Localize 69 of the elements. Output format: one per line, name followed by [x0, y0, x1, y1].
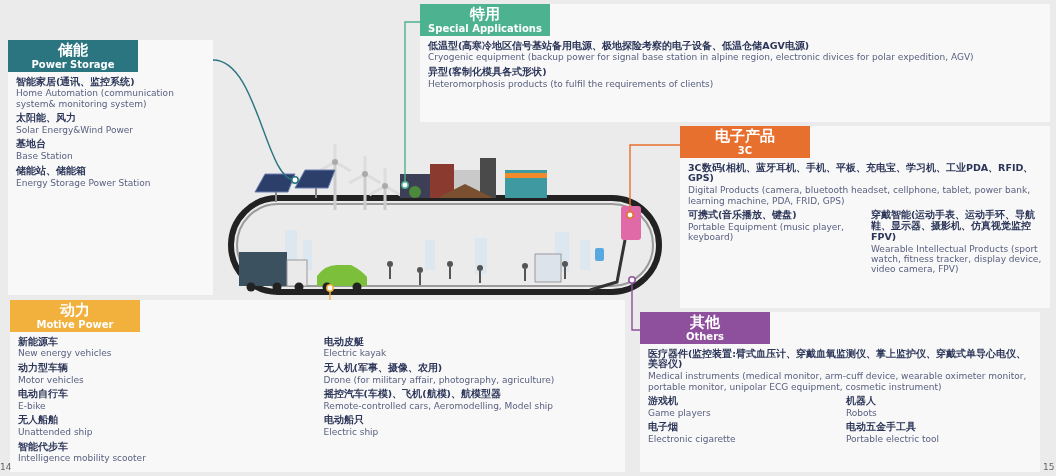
category-subtitle: Special Applications — [427, 22, 543, 34]
item-description: Heteromorphosis products (to fulfil the requirements of clients) — [428, 78, 715, 90]
item-description: Home Automation (communication system& monitoring system) — [16, 88, 175, 110]
category-title: 特用 — [468, 6, 501, 23]
item-title: 机器人 — [846, 396, 877, 407]
item-description: Wearable Intellectual Products (sport watch, fitness tracker, display device, video camera, FPV) — [871, 243, 1042, 275]
category-panel — [640, 312, 1040, 472]
item-title: 游戏机 — [648, 396, 679, 407]
item-description: Game players — [648, 407, 712, 419]
item-description: Solar Energy&Wind Power — [16, 125, 134, 136]
item-description: Unattended ship — [18, 427, 94, 438]
category-panel — [10, 300, 625, 472]
item-title: 电动自行车 — [18, 389, 69, 400]
category-title: 动力 — [58, 302, 91, 319]
page-number: 15 — [1043, 462, 1055, 472]
item-description: Electric ship — [323, 427, 380, 438]
leader-line — [628, 276, 641, 331]
item-title: 电动皮艇 — [323, 336, 365, 348]
item-title: 储能站、储能箱 — [16, 165, 87, 177]
item-title: 太阳能、风力 — [16, 113, 77, 125]
item-title: 基地台 — [16, 139, 47, 151]
leader-line — [401, 21, 421, 189]
item-title: 3C数码(相机、蓝牙耳机、手机、平板、充电宝、学习机、工业PDA、RFID、GPS) — [688, 162, 1035, 185]
item-title: 智能家居(通讯、监控系统) — [16, 76, 136, 88]
item-title: 电动船只 — [323, 415, 365, 427]
leader-line — [212, 59, 299, 184]
category-subtitle: Power Storage — [30, 58, 116, 70]
item-title: 无人机(军事、摄像、农用) — [323, 362, 444, 374]
category-subtitle: 3C — [736, 144, 754, 156]
category-title: 储能 — [56, 42, 89, 59]
item-title: 医疗器件(监控装置:臂式血压计、穿戴血氧监测仪、掌上监护仪、穿戴式单导心电仪、美容仪) — [648, 348, 1028, 371]
item-title: 电子烟 — [648, 422, 679, 434]
item-description: Intelligence mobility scooter — [18, 453, 147, 464]
category-panel — [680, 126, 1050, 308]
item-description: Digital Products (camera, bluetooth headset, cellphone, tablet, power bank, learning machine, PDA, FRID, GPS) — [688, 185, 1032, 207]
item-description: Electronic cigarette — [648, 434, 737, 445]
item-description: Portable Equipment (music player, keyboard) — [688, 221, 845, 243]
leader-line — [326, 284, 334, 301]
item-title: 新能源车 — [18, 336, 59, 348]
category-panel — [420, 4, 1050, 122]
item-description: Cryogenic equipment (backup power for signal base station in alpine region, electronic divices for polar expedition, AGV) — [428, 52, 975, 63]
item-title: 摇控汽车(车模)、飞机(航模)、航模型器 — [323, 389, 502, 400]
item-description: Robots — [846, 407, 878, 419]
item-title: 动力型车辆 — [18, 362, 69, 374]
item-description: Electric kayak — [323, 348, 388, 359]
item-title: 无人船舶 — [18, 415, 59, 427]
item-title: 低温型(高寒冷地区信号基站备用电源、极地探险考察的电子设备、低温仓储AGV电源) — [428, 40, 811, 52]
item-title: 可携式(音乐播放、键盘) — [688, 210, 798, 221]
page-number: 14 — [0, 462, 12, 472]
item-title: 智能代步车 — [18, 441, 69, 453]
item-description: Medical instruments (medical monitor, arm-cuff device, wearable oximeter monitor, portable monitor, unipolar ECG equipment, cosmetic instrument) — [648, 371, 1028, 393]
category-title: 其他 — [689, 314, 721, 331]
item-description: New energy vehicles — [18, 348, 113, 359]
item-description: Portable electric tool — [846, 434, 941, 445]
category-subtitle: Motive Power — [35, 318, 115, 330]
item-description: E-bike — [18, 400, 47, 412]
item-title: 异型(客制化模具各式形状) — [428, 66, 548, 78]
item-description: Remote-controlled cars, Aeromodelling, Model ship — [323, 400, 555, 412]
item-description: Base Station — [16, 151, 74, 162]
category-panel — [8, 40, 213, 295]
item-description: Energy Storage Power Station — [16, 177, 152, 188]
leader-line — [626, 144, 681, 219]
item-title: 穿戴智能(运动手表、运动手环、导航鞋、显示器、摄影机、仿真视觉监控FPV) — [871, 210, 1037, 243]
category-title: 电子产品 — [714, 128, 776, 145]
item-title: 电动五金手工具 — [846, 422, 917, 434]
category-subtitle: Others — [684, 330, 726, 342]
item-description: Drone (for military affair, photography, agriculture) — [323, 374, 556, 386]
item-description: Motor vehicles — [18, 374, 85, 386]
energy-scene-drawing — [228, 144, 662, 295]
